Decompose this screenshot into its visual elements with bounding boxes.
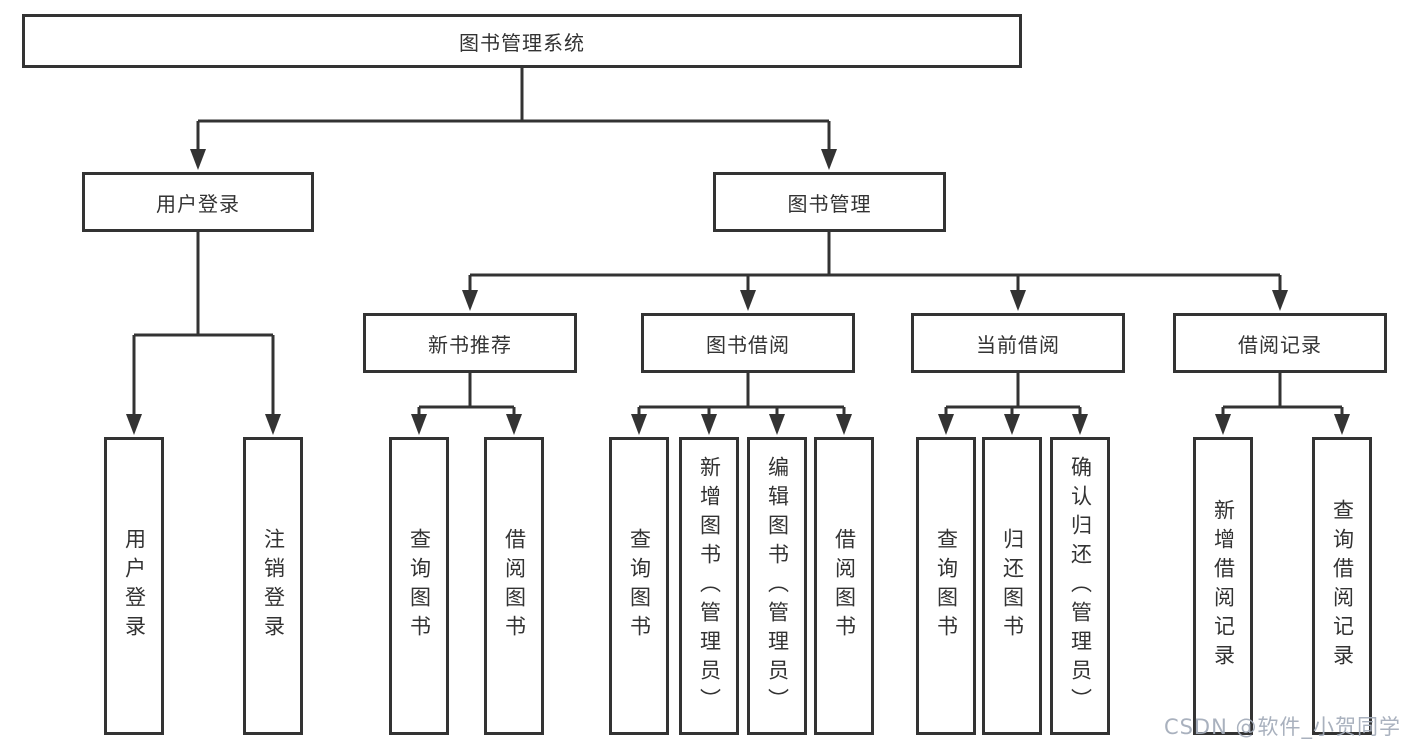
node-book-management-label: 图书管理 — [787, 191, 872, 216]
node-borrow-records: 借阅记录 — [1173, 313, 1387, 373]
leaf-edit-books-admin-label: 编辑图书（管理员） — [765, 455, 790, 717]
leaf-logout: 注销登录 — [243, 437, 303, 735]
leaf-edit-books-admin: 编辑图书（管理员） — [747, 437, 807, 735]
node-user-login-label: 用户登录 — [156, 191, 240, 216]
leaf-user-login-label: 用户登录 — [122, 528, 147, 644]
leaf-query-borrow-record: 查询借阅记录 — [1312, 437, 1372, 735]
leaf-borrow-books-label: 借阅图书 — [832, 528, 857, 644]
leaf-add-borrow-record-label: 新增借阅记录 — [1211, 499, 1236, 673]
leaf-query-books-recommend: 查询图书 — [389, 437, 449, 735]
leaf-add-books-admin: 新增图书（管理员） — [679, 437, 739, 735]
leaf-query-books-borrow: 查询图书 — [609, 437, 669, 735]
leaf-logout-label: 注销登录 — [261, 528, 286, 644]
leaf-query-books-current: 查询图书 — [916, 437, 976, 735]
leaf-borrow-books-recommend-label: 借阅图书 — [502, 528, 527, 644]
leaf-add-borrow-record: 新增借阅记录 — [1193, 437, 1253, 735]
node-new-book-recommend: 新书推荐 — [363, 313, 577, 373]
leaf-confirm-return-admin: 确认归还（管理员） — [1050, 437, 1110, 735]
node-borrow-records-label: 借阅记录 — [1238, 332, 1322, 357]
leaf-query-books-recommend-label: 查询图书 — [407, 528, 432, 644]
leaf-query-books-current-label: 查询图书 — [934, 528, 959, 644]
leaf-add-books-admin-label: 新增图书（管理员） — [697, 455, 722, 717]
leaf-return-books-label: 归还图书 — [1000, 528, 1025, 644]
node-current-borrow: 当前借阅 — [911, 313, 1125, 373]
node-root-system: 图书管理系统 — [22, 14, 1022, 68]
leaf-borrow-books: 借阅图书 — [814, 437, 874, 735]
node-user-login: 用户登录 — [82, 172, 314, 232]
leaf-query-borrow-record-label: 查询借阅记录 — [1330, 499, 1355, 673]
leaf-borrow-books-recommend: 借阅图书 — [484, 437, 544, 735]
leaf-return-books: 归还图书 — [982, 437, 1042, 735]
node-book-borrow: 图书借阅 — [641, 313, 855, 373]
node-current-borrow-label: 当前借阅 — [976, 332, 1060, 357]
leaf-query-books-borrow-label: 查询图书 — [627, 528, 652, 644]
node-book-borrow-label: 图书借阅 — [706, 332, 790, 357]
leaf-user-login: 用户登录 — [104, 437, 164, 735]
leaf-confirm-return-admin-label: 确认归还（管理员） — [1068, 455, 1093, 717]
node-new-book-recommend-label: 新书推荐 — [428, 332, 512, 357]
node-book-management: 图书管理 — [713, 172, 946, 232]
node-root-label: 图书管理系统 — [459, 30, 585, 55]
